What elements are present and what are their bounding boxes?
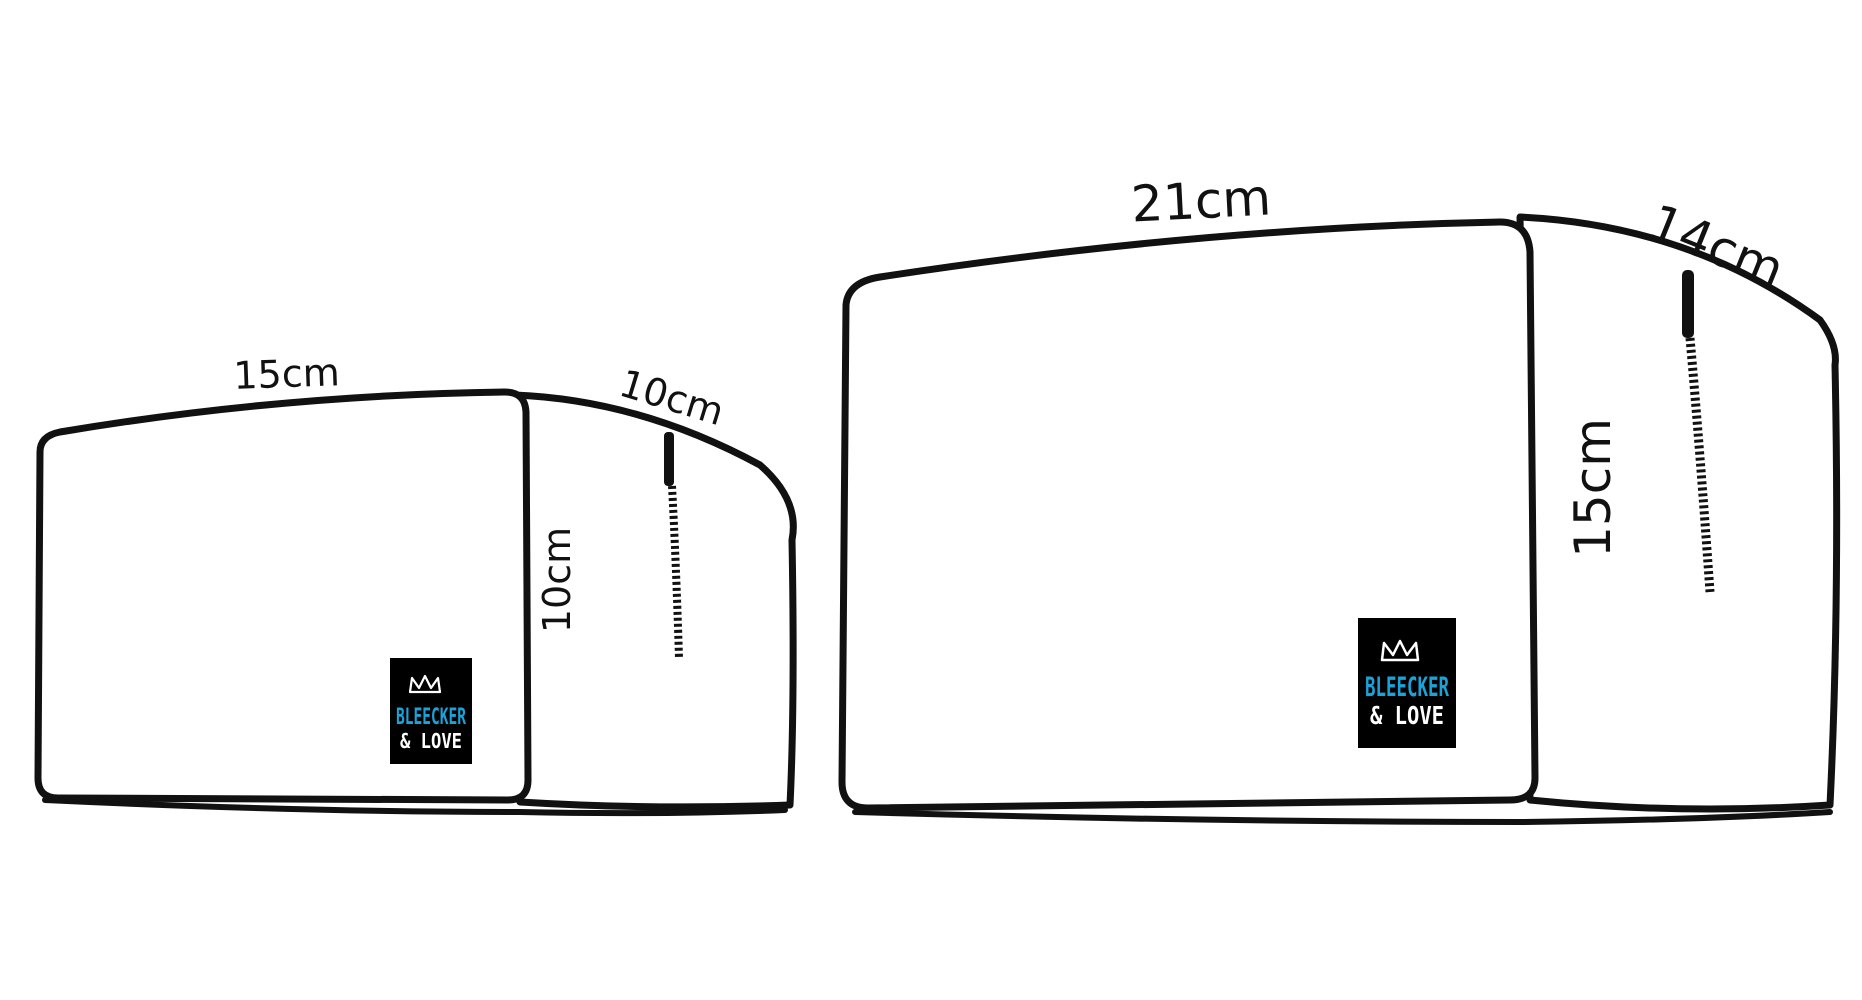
large-bag-zipper bbox=[1682, 270, 1715, 593]
brand-line-1: BLEECKER bbox=[1365, 672, 1449, 703]
large-bag-side-panel bbox=[1516, 213, 1841, 813]
large-height-label: 15cm bbox=[1564, 418, 1622, 558]
crown-icon bbox=[408, 674, 442, 694]
brand-line-2: & LOVE bbox=[1370, 701, 1444, 730]
crown-icon bbox=[1380, 639, 1420, 662]
brand-line-2: & LOVE bbox=[400, 729, 462, 753]
large-bag-brand-label: BLEECKER & LOVE bbox=[1358, 618, 1456, 748]
large-bag: BLEECKER & LOVE 21cm 14cm 15cm bbox=[838, 168, 1841, 826]
small-bag-zipper bbox=[664, 432, 683, 659]
brand-label-patch bbox=[1358, 618, 1456, 748]
small-height-label: 10cm bbox=[535, 527, 579, 633]
brand-label-patch bbox=[390, 658, 472, 764]
large-bag-bottom-edge bbox=[852, 809, 1833, 826]
small-bag: BLEECKER & LOVE 15cm 10cm 10cm bbox=[34, 350, 797, 817]
zipper-track bbox=[668, 485, 683, 659]
small-bag-bottom-edge bbox=[42, 797, 788, 817]
large-width-label: 21cm bbox=[1130, 168, 1273, 233]
brand-line-1: BLEECKER bbox=[396, 705, 466, 730]
zipper-pull bbox=[1682, 270, 1694, 338]
small-bag-brand-label: BLEECKER & LOVE bbox=[390, 658, 472, 764]
small-bag-side-panel bbox=[511, 391, 797, 811]
small-width-label: 15cm bbox=[233, 350, 341, 398]
zipper-pull bbox=[664, 432, 674, 486]
